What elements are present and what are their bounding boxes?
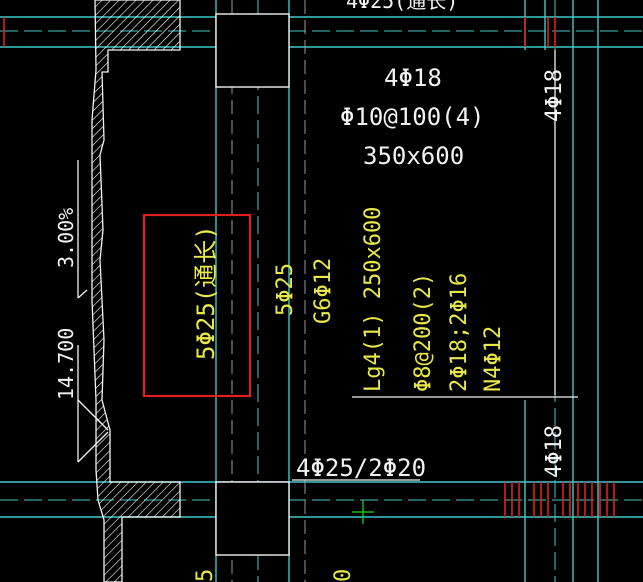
lg4-line2: Φ8@200(2) <box>411 273 436 392</box>
hatched-wall <box>91 0 181 582</box>
red-top-ticks <box>3 17 556 47</box>
column-g6phi12-label: G6Φ12 <box>311 258 336 324</box>
column-boxes <box>215 13 290 556</box>
green-cross-marker <box>352 500 374 524</box>
lg4-line4: N4Φ12 <box>481 326 506 392</box>
bottom-main-label: 4Φ25/2Φ20 <box>296 454 426 482</box>
right-bottom-vertical-label: 4Φ18 <box>542 425 567 478</box>
top-partial-label: 4Φ25(通长) <box>346 0 458 13</box>
lg4-line3: 2Φ18;2Φ16 <box>447 273 472 392</box>
stirrup-main-label: Φ10@100(4) <box>340 103 485 131</box>
bottom-center-partial: 0 <box>331 569 356 582</box>
column-5phi25-label: 5Φ25 <box>273 263 298 316</box>
bottom-left-partial: 5 <box>193 569 218 582</box>
right-top-vertical-label: 4Φ18 <box>542 69 567 122</box>
lg4-line1: Lg4(1) 250x600 <box>361 207 386 392</box>
red-bar-hatch <box>504 482 615 517</box>
highlight-box[interactable] <box>142 213 252 398</box>
left-elev-label: 14.700 <box>54 328 78 400</box>
section-main-label: 350x600 <box>363 142 464 170</box>
detail-lines <box>77 50 578 481</box>
left-slope-label: 3.00% <box>54 208 78 268</box>
mid-main-label: 4Φ18 <box>384 64 442 92</box>
highlight-text: 5Φ25(通长) <box>192 225 220 360</box>
